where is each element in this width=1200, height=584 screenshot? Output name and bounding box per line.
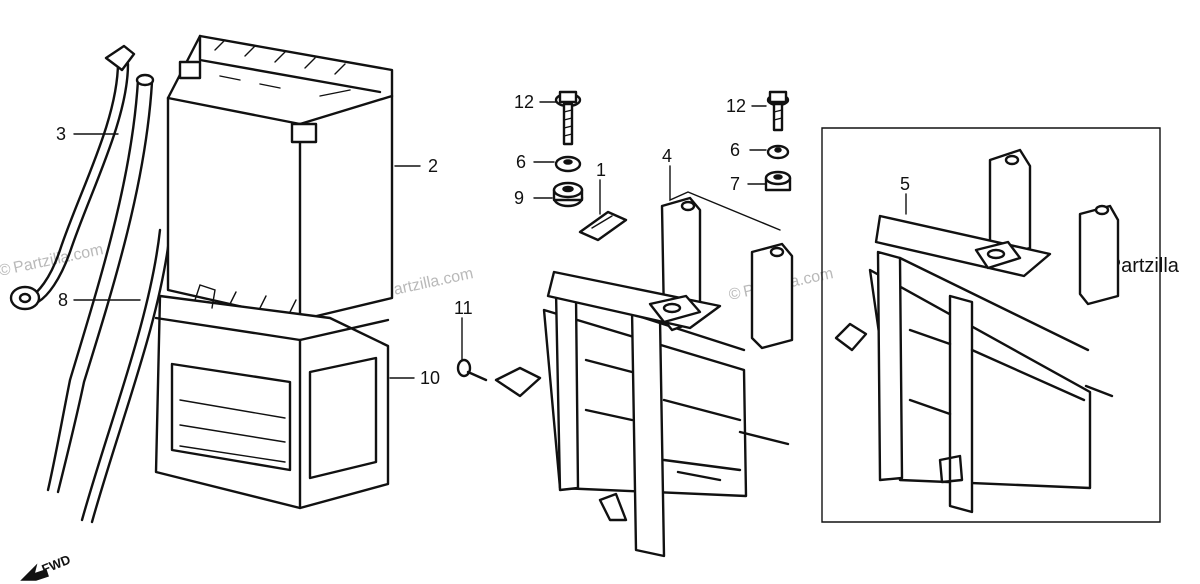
- battery-holder-assembled: [834, 148, 1120, 514]
- battery-terminal-positive: [290, 122, 318, 144]
- cushion-1: [578, 210, 628, 242]
- fwd-arrow-icon: [20, 563, 49, 581]
- inset-box: [821, 127, 1161, 523]
- callout-2: 2: [428, 156, 438, 176]
- battery-terminal-negative: [178, 60, 202, 80]
- callout-1: 1: [596, 160, 606, 180]
- callout-7: 7: [730, 174, 740, 194]
- battery-holder: [494, 196, 794, 558]
- grommet-7: [764, 170, 792, 192]
- callout-labels: 1 2 3 4 5 6 6 7 8 9 10 11 12 12: [56, 92, 910, 388]
- callout-5: 5: [900, 174, 910, 194]
- callout-12-right: 12: [726, 96, 746, 116]
- callout-9: 9: [514, 188, 524, 208]
- bolt-12-right: [766, 90, 790, 132]
- battery-tray: [154, 284, 390, 510]
- bolt-12-left: [554, 90, 582, 146]
- callout-6-left: 6: [516, 152, 526, 172]
- washer-6-right: [766, 144, 790, 160]
- callout-11: 11: [454, 298, 473, 318]
- leader-lines: [73, 101, 907, 379]
- battery-cable-3: [9, 44, 136, 311]
- fwd-indicator: FWD: [20, 552, 73, 581]
- callout-10: 10: [420, 368, 440, 388]
- fwd-label: FWD: [40, 552, 73, 577]
- battery-cable-8: [46, 73, 172, 524]
- callout-8: 8: [58, 290, 68, 310]
- callout-3: 3: [56, 124, 66, 144]
- battery: [166, 34, 394, 322]
- washer-6-left: [554, 155, 582, 173]
- watermark-1: ©Partzilla.com: [0, 241, 105, 280]
- screw-11: [456, 358, 488, 382]
- grommet-9: [552, 181, 584, 208]
- callout-6-right: 6: [730, 140, 740, 160]
- callout-12-left: 12: [514, 92, 534, 112]
- callout-4: 4: [662, 146, 672, 166]
